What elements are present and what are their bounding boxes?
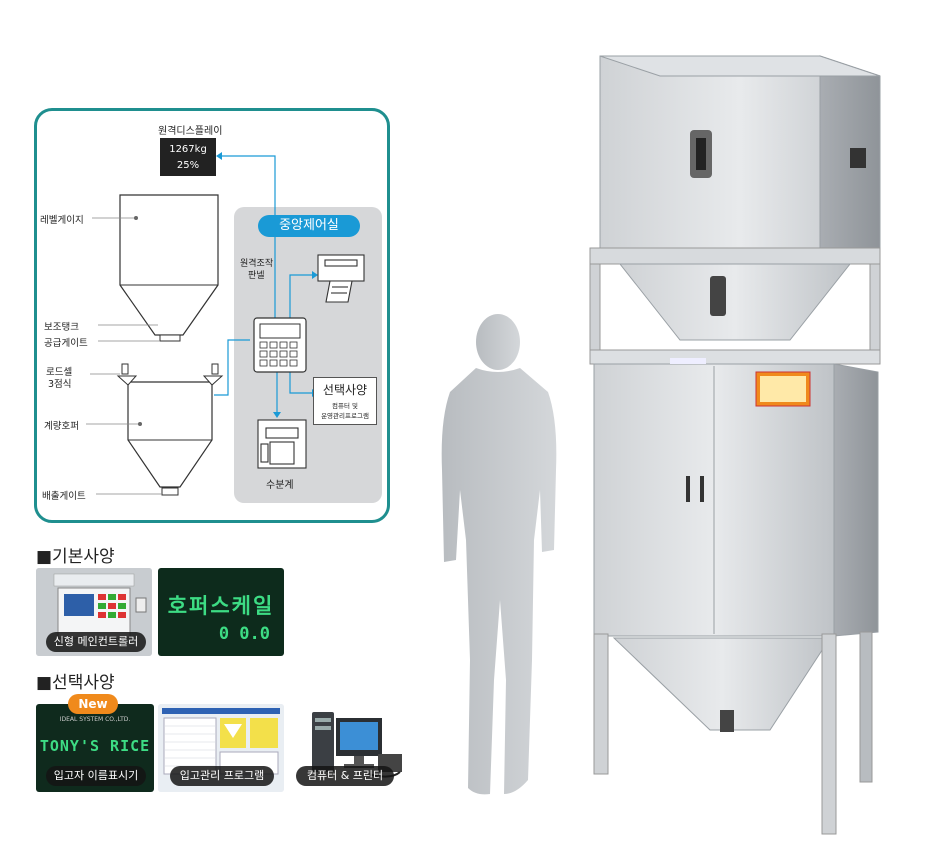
load-cell-label-2: 3점식 [48,379,72,390]
remote-display-label: 원격디스플레이 [158,126,223,137]
remote-panel-label-2: 판넬 [248,271,265,281]
supply-gate-label: 공급게이트 [44,338,88,349]
moisture-meter-icon [257,419,307,469]
remote-display: 1267kg 25% [160,138,216,176]
load-cell-right [211,363,219,375]
hopper-scale-display-digits: 0 0.0 [218,624,270,644]
option-sub-2: 운영관리프로그램 [321,412,369,420]
remote-panel-label-1: 원격조작 [240,259,274,269]
new-badge: New [68,694,118,714]
option-box: 선택사양 컴퓨터 및 운영관리프로그램 [313,377,377,425]
name-display-caption: 입고자 이름표시기 [46,766,146,786]
sign-text: TONY'S RICE [39,737,151,755]
control-room-label: 중앙제어실 [258,215,360,237]
hopper-scale-display-photo: 호퍼스케일 0 0.0 [158,568,284,656]
supply-gate-shape [159,334,181,342]
aux-tank-label: 보조탱크 [44,322,79,333]
discharge-gate-label: 배출게이트 [42,491,86,502]
optional-spec-heading: ■선택사양 [36,673,115,693]
hopper-scale-machine [589,55,881,835]
level-gauge-label: 레벨게이지 [40,215,84,226]
computer-printer-caption: 컴퓨터 & 프린터 [296,766,394,786]
computer-printer-photo [296,704,406,784]
weigh-hopper-label: 계량호퍼 [44,421,79,432]
hopper-scale-display-text: 호퍼스케일 [167,594,275,618]
company-name: IDEAL SYSTEM CO.,LTD. [59,716,131,723]
main-controller-caption: 신형 메인컨트롤러 [46,632,146,652]
basic-spec-heading: ■기본사양 [36,547,115,567]
load-cell-left [121,363,129,375]
human-silhouette [441,314,557,795]
aux-tank-shape [119,194,219,336]
option-sub-1: 컴퓨터 및 [332,402,358,410]
remote-display-weight: 1267kg [169,144,207,155]
discharge-gate-shape [161,487,179,496]
program-caption: 입고관리 프로그램 [170,766,274,786]
hopper-diagram [86,152,365,496]
option-title: 선택사양 [322,383,368,397]
weigh-hopper-shape [127,381,213,488]
printer-icon [317,254,365,303]
moisture-meter-label: 수분계 [266,480,294,491]
remote-display-percent: 25% [176,160,200,171]
load-cell-label-1: 로드셀 [46,367,73,378]
